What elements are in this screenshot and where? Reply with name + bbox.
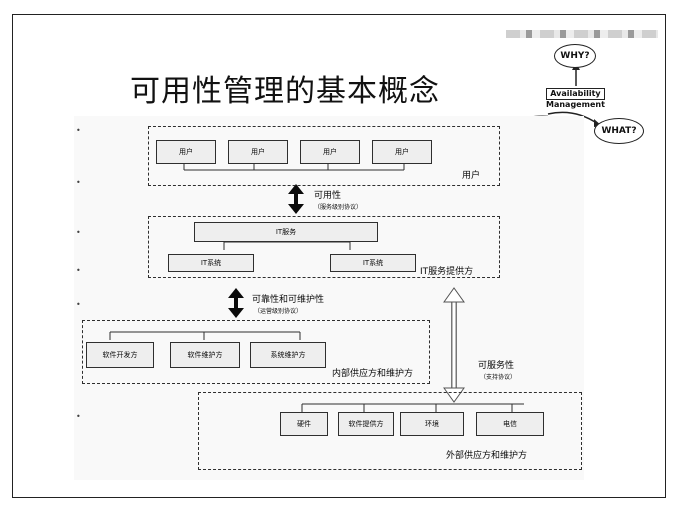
what-bubble: WHAT? bbox=[594, 118, 644, 144]
external-box: 环境 bbox=[400, 412, 464, 436]
user-box: 用户 bbox=[228, 140, 288, 164]
user-box: 用户 bbox=[300, 140, 360, 164]
slide-title: 可用性管理的基本概念 bbox=[130, 74, 440, 109]
why-bubble: WHY? bbox=[554, 44, 596, 68]
reliability-sub: （运营级别协议） bbox=[254, 308, 303, 315]
user-box: 用户 bbox=[156, 140, 216, 164]
internal-label: 内部供应方和维护方 bbox=[332, 369, 414, 379]
serviceability-label: 可服务性 bbox=[478, 361, 515, 371]
user-box: 用户 bbox=[372, 140, 432, 164]
external-label: 外部供应方和维护方 bbox=[446, 451, 528, 461]
availability-diagram: • • • • • • 用户 用户 用户 用户 用户 可用性 （服务级别协议） … bbox=[74, 116, 584, 480]
it-system-box: IT系统 bbox=[330, 254, 416, 272]
it-service-box: IT服务 bbox=[194, 222, 378, 242]
margin-dot: • bbox=[76, 266, 81, 275]
availability-management-label: Availability Management bbox=[546, 88, 605, 110]
margin-dot: • bbox=[76, 178, 81, 187]
decorative-bar bbox=[506, 30, 658, 38]
availability-sub: （服务级别协议） bbox=[314, 204, 363, 211]
diagram-connectors bbox=[109, 164, 524, 412]
internal-group bbox=[82, 320, 430, 384]
it-provider-group bbox=[148, 216, 500, 278]
external-box: 硬件 bbox=[280, 412, 328, 436]
external-box: 电信 bbox=[476, 412, 544, 436]
availability-label: 可用性 bbox=[314, 191, 342, 201]
it-provider-label: IT服务提供方 bbox=[420, 267, 474, 277]
internal-box: 软件维护方 bbox=[170, 342, 240, 368]
serviceability-sub: （支持协议） bbox=[480, 374, 517, 381]
external-group bbox=[198, 392, 582, 470]
slide-frame bbox=[12, 14, 666, 498]
availability-word: Availability bbox=[546, 88, 605, 100]
users-group bbox=[148, 126, 500, 186]
internal-box: 软件开发方 bbox=[86, 342, 154, 368]
margin-dot: • bbox=[76, 228, 81, 237]
margin-dot: • bbox=[76, 126, 81, 135]
it-system-box: IT系统 bbox=[168, 254, 254, 272]
internal-box: 系统维护方 bbox=[250, 342, 326, 368]
margin-dot: • bbox=[76, 412, 81, 421]
management-word: Management bbox=[546, 100, 605, 109]
users-group-label: 用户 bbox=[462, 171, 481, 181]
reliability-label: 可靠性和可维护性 bbox=[252, 295, 325, 305]
external-box: 软件提供方 bbox=[338, 412, 394, 436]
margin-dot: • bbox=[76, 300, 81, 309]
